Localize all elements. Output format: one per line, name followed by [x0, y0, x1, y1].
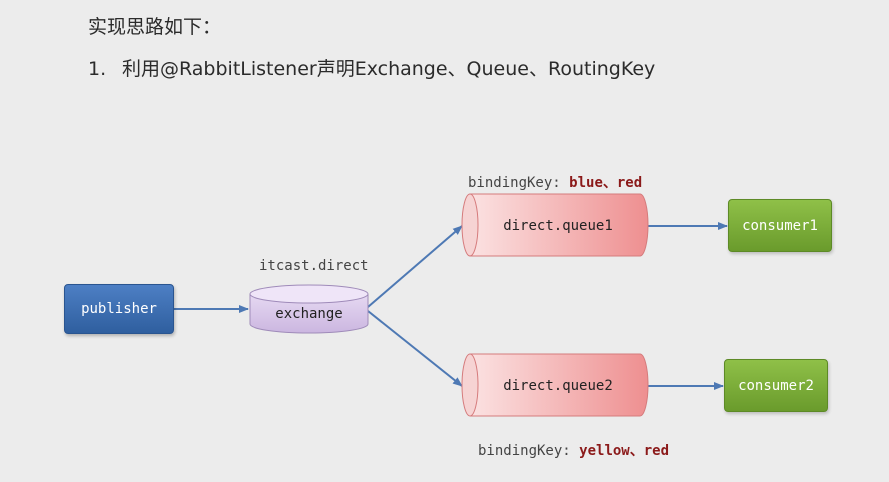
exchange-name-label: itcast.direct	[259, 258, 369, 274]
binding-key-label-2: bindingKey: yellow、red	[478, 440, 669, 460]
binding-key-prefix-1: bindingKey:	[468, 175, 570, 191]
binding-key-prefix-2: bindingKey:	[478, 443, 580, 459]
binding-keys-2: yellow、red	[579, 443, 670, 459]
arrow-exchange-queue2	[367, 310, 463, 387]
step-number: 1.	[88, 58, 107, 80]
queue1-label: direct.queue1	[503, 218, 613, 234]
consumer1-node: consumer1	[728, 199, 832, 252]
exchange-cylinder: exchange	[249, 284, 369, 334]
exchange-label: exchange	[275, 306, 342, 322]
binding-key-label-1: bindingKey: blue、red	[468, 172, 642, 192]
binding-keys-1: blue、red	[569, 175, 643, 191]
queue2-cylinder: direct.queue2	[461, 353, 649, 417]
consumer2-node: consumer2	[724, 359, 828, 412]
heading: 实现思路如下：	[88, 16, 222, 38]
arrow-exchange-queue1	[367, 225, 463, 308]
queue2-label: direct.queue2	[503, 378, 613, 394]
step-text: 利用@RabbitListener声明Exchange、Queue、Routin…	[122, 58, 656, 80]
queue1-cylinder: direct.queue1	[461, 193, 649, 257]
step-1: 1. 利用@RabbitListener声明Exchange、Queue、Rout…	[88, 54, 655, 81]
publisher-node: publisher	[64, 284, 174, 334]
